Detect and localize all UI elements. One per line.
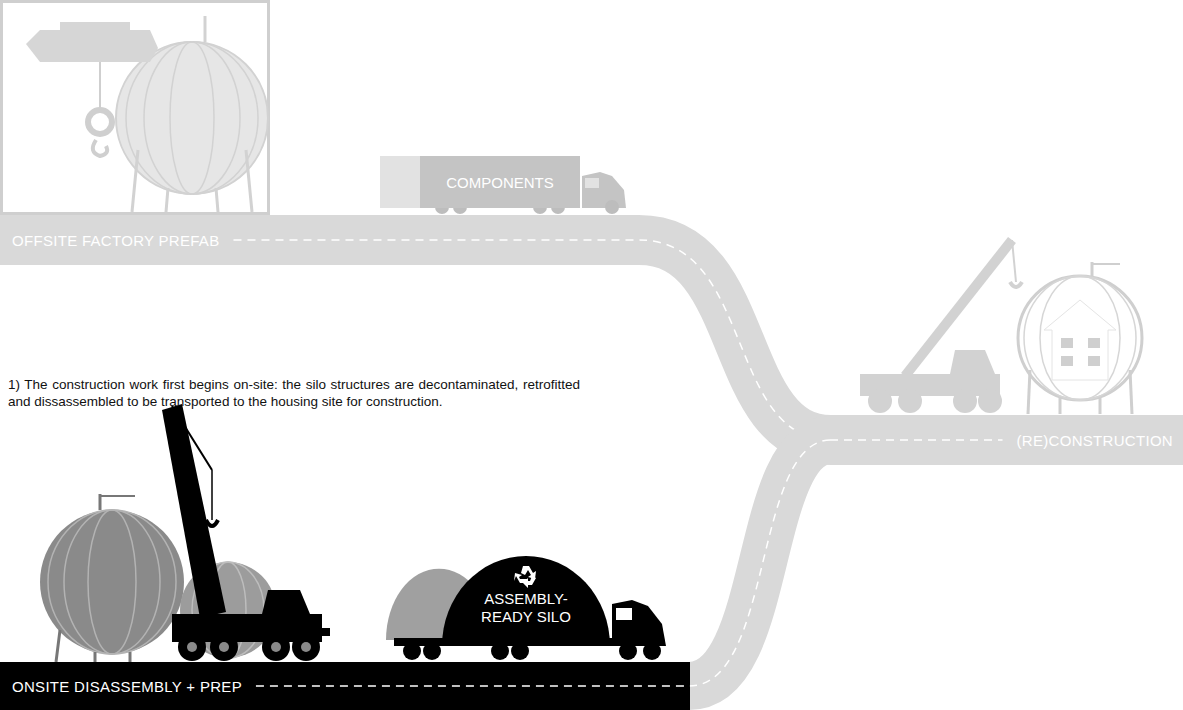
crane-and-silo-house-part <box>1088 338 1100 348</box>
onsite-silos-crane-part <box>210 633 238 661</box>
onsite-silos-crane-part <box>318 628 330 636</box>
onsite-silos-crane-part <box>178 633 206 661</box>
crane-and-silo-house-part <box>953 389 977 413</box>
road-band: ONSITE DISASSEMBLY + PREP <box>0 662 690 710</box>
node-label: ONSITE DISASSEMBLY + PREP <box>12 678 242 695</box>
factory-frame-part <box>216 188 218 212</box>
road-surface <box>689 440 831 686</box>
onsite-silos-crane-part <box>40 510 184 654</box>
lane-dash <box>256 685 690 687</box>
onsite-silos-crane-part <box>88 510 136 654</box>
crane-and-silo-house-part <box>1024 276 1136 400</box>
components-truck-part <box>605 200 619 214</box>
road-connector <box>689 440 831 686</box>
crane-and-silo-house-part <box>905 240 1012 376</box>
crane-and-silo-house-part <box>1061 356 1073 366</box>
node-label: OFFSITE FACTORY PREFAB <box>12 232 219 249</box>
components-truck-part <box>582 172 626 208</box>
silo-truck-part <box>612 600 666 646</box>
factory-frame-part <box>144 42 240 194</box>
factory-frame-part <box>126 42 258 194</box>
factory-frame-part <box>246 150 252 212</box>
crane-and-silo-house-part <box>1059 398 1062 414</box>
silo-truck-part <box>619 642 637 660</box>
dome-fill <box>442 556 610 646</box>
truck-trailer: COMPONENTS <box>420 156 580 208</box>
factory-frame-part <box>166 188 168 212</box>
crane-and-silo-house-part <box>1061 338 1073 348</box>
factory-frame-part <box>204 16 207 42</box>
onsite-silos-crane-part <box>301 642 311 652</box>
onsite-silos-crane-part <box>129 652 132 662</box>
factory-frame-part <box>116 42 268 194</box>
road-connector <box>639 240 831 440</box>
crane-and-silo-house-part <box>1092 263 1120 265</box>
crane-and-silo-house-part <box>898 389 922 413</box>
recycle-icon <box>514 566 536 588</box>
onsite-silos-crane-part <box>94 652 97 662</box>
crane-and-silo-house-part <box>1088 356 1100 366</box>
components-truck <box>380 156 626 214</box>
onsite-silos-crane-part <box>48 510 176 654</box>
node-label: ASSEMBLY- READY SILO <box>470 556 582 626</box>
crane-and-silo-house-part <box>1028 370 1030 414</box>
node-label: (RE)CONSTRUCTION <box>1017 432 1173 449</box>
onsite-silos-crane-part <box>262 590 310 614</box>
factory-frame-part <box>2 2 269 214</box>
onsite-silos-crane-part <box>56 630 60 662</box>
lane-dash <box>233 239 640 241</box>
factory-frame-part <box>170 42 214 194</box>
crane-and-silo-house <box>860 240 1142 414</box>
onsite-silos-crane-part <box>292 633 320 661</box>
onsite-silos-crane-part <box>64 510 160 654</box>
crane-and-silo-house-part <box>1130 370 1132 414</box>
node-label: COMPONENTS <box>446 174 554 191</box>
silo-truck-part <box>403 642 421 660</box>
onsite-silos-crane-part <box>100 495 135 497</box>
onsite-silos-crane-part <box>271 642 281 652</box>
silo-truck-part <box>643 642 661 660</box>
road-band: (RE)CONSTRUCTION <box>830 415 1183 465</box>
factory-frame-part <box>132 150 138 212</box>
onsite-silos-crane-part <box>187 642 197 652</box>
onsite-silos-crane-part <box>262 633 290 661</box>
factory-frame <box>2 2 269 214</box>
factory-frame-part <box>93 140 107 156</box>
onsite-silos-crane-part <box>211 470 213 520</box>
onsite-silos-crane-part <box>162 404 226 618</box>
crane-and-silo-house-part <box>1018 276 1142 400</box>
onsite-silos-crane-part <box>206 520 218 526</box>
crane-and-silo-house-part <box>950 350 995 374</box>
factory-frame-part <box>99 62 101 110</box>
lane-dash <box>830 439 1003 441</box>
crane-and-silo-house-part <box>1010 282 1022 287</box>
note-text: 1) The construction work first begins on… <box>8 376 580 410</box>
lane-dash <box>639 240 831 440</box>
crane-and-silo-house-part <box>868 389 892 413</box>
onsite-silos-crane-part <box>172 406 212 470</box>
road-surface <box>639 240 831 440</box>
factory-frame-part <box>60 22 130 32</box>
components-truck-part <box>380 156 422 208</box>
road-band: OFFSITE FACTORY PREFAB <box>0 215 640 265</box>
components-truck-part <box>585 178 599 188</box>
factory-frame-part <box>26 30 158 62</box>
icon-part <box>523 576 536 588</box>
onsite-silos-crane-part <box>219 642 229 652</box>
silo-truck-part <box>423 642 441 660</box>
crane-and-silo-house-part <box>1012 240 1016 282</box>
silo-dome: ASSEMBLY- READY SILO <box>442 556 610 646</box>
factory-frame-part <box>88 110 112 134</box>
lane-dash <box>689 440 831 686</box>
crane-and-silo-house-part <box>1044 300 1116 380</box>
silo-truck-part <box>616 608 632 620</box>
crane-and-silo-house-part <box>1040 276 1120 400</box>
crane-and-silo-house-part <box>978 389 1002 413</box>
crane-and-silo-house-part <box>1099 398 1102 414</box>
onsite-silos-crane <box>40 404 330 662</box>
